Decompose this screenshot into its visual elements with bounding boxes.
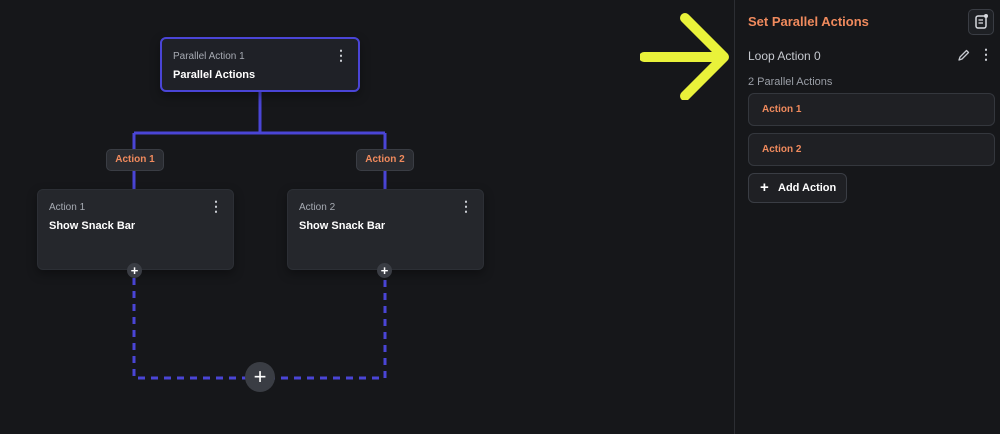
action-flow-canvas: Parallel Action 1 Parallel Actions ⋮ Act…	[37, 13, 729, 392]
add-action-button[interactable]: + Add Action	[748, 173, 847, 203]
action-node-1[interactable]: Action 1 Show Snack Bar ⋮	[37, 189, 234, 270]
pencil-icon[interactable]	[957, 48, 971, 62]
node-title: Show Snack Bar	[49, 220, 136, 232]
parallel-action-item[interactable]: Action 1	[748, 93, 995, 126]
panel-divider	[734, 0, 735, 434]
note-icon[interactable]	[968, 9, 994, 35]
action-node-2[interactable]: Action 2 Show Snack Bar ⋮	[287, 189, 484, 270]
add-step-plus-icon[interactable]: +	[127, 263, 142, 278]
parallel-action-item[interactable]: Action 2	[748, 133, 995, 166]
panel-title: Set Parallel Actions	[748, 14, 869, 29]
add-parallel-plus-icon[interactable]: +	[245, 362, 275, 392]
parallel-count-label: 2 Parallel Actions	[748, 76, 833, 88]
node-subtitle: Action 2	[299, 202, 336, 213]
loop-action-label: Loop Action 0	[748, 49, 821, 63]
more-vertical-icon[interactable]: ⋮	[979, 46, 993, 62]
add-step-plus-icon[interactable]: +	[377, 263, 392, 278]
more-vertical-icon[interactable]: ⋮	[459, 198, 473, 214]
more-vertical-icon[interactable]: ⋮	[209, 198, 223, 214]
branch-chip-action-2[interactable]: Action 2	[356, 149, 414, 171]
properties-panel: Set Parallel Actions Loop Action 0 ⋮ 2 P…	[735, 0, 1000, 434]
plus-icon: +	[760, 179, 769, 196]
node-subtitle: Action 1	[49, 202, 86, 213]
node-title: Parallel Actions	[173, 69, 256, 81]
branch-chip-action-1[interactable]: Action 1	[106, 149, 164, 171]
add-action-label: Add Action	[778, 182, 837, 194]
arrow-right-icon	[640, 13, 729, 100]
node-title: Show Snack Bar	[299, 220, 386, 232]
node-subtitle: Parallel Action 1	[173, 51, 245, 62]
more-vertical-icon[interactable]: ⋮	[334, 47, 348, 63]
parallel-action-node[interactable]: Parallel Action 1 Parallel Actions ⋮	[160, 37, 360, 92]
